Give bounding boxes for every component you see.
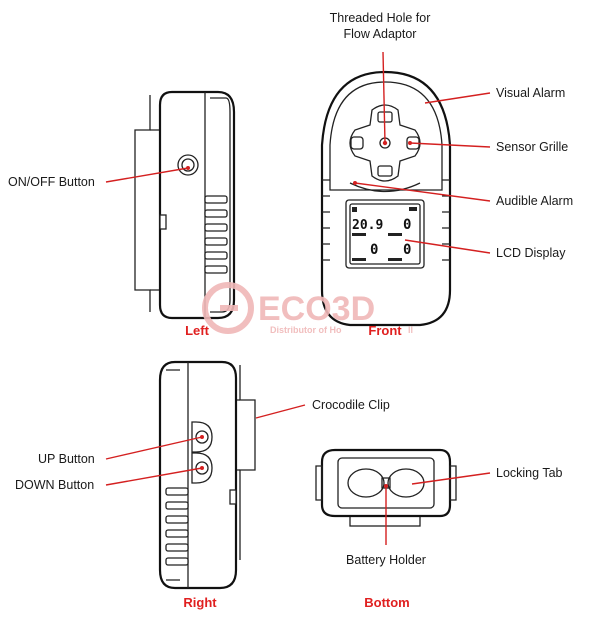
watermark: ECO3D Distributor of Ho ll [202, 282, 413, 335]
label-sensor-grille: Sensor Grille [496, 140, 568, 154]
on-off-button-shape [177, 154, 199, 176]
lcd-reading-2: 0 [403, 217, 411, 233]
lcd-reading-4: 0 [403, 242, 411, 258]
front-side-ribs [322, 179, 450, 261]
label-threaded-hole-1: Threaded Hole for [330, 11, 431, 25]
leader-lines [105, 51, 491, 545]
label-threaded-hole-2: Flow Adaptor [344, 27, 417, 41]
lcd-reading-1: 20.9 [352, 218, 383, 233]
label-up-button: UP Button [38, 452, 95, 466]
left-side-view [134, 90, 236, 320]
view-labels: Left Front Right Bottom [183, 323, 409, 610]
battery-holder [347, 468, 425, 498]
label-battery-holder: Battery Holder [346, 553, 426, 567]
bottom-view [315, 448, 457, 527]
label-lcd-display: LCD Display [496, 246, 566, 260]
left-grip-ribs [204, 195, 228, 274]
label-locking-tab: Locking Tab [496, 466, 563, 480]
watermark-brand: ECO3D [258, 290, 375, 328]
label-on-off-button: ON/OFF Button [8, 175, 95, 189]
view-label-left: Left [185, 323, 210, 338]
callout-labels: Threaded Hole for Flow Adaptor Visual Al… [8, 11, 573, 567]
lcd-reading-3: 0 [370, 242, 378, 258]
label-visual-alarm: Visual Alarm [496, 86, 565, 100]
watermark-tagline-tail: ll [408, 325, 413, 335]
right-side-view [158, 360, 256, 590]
front-view: 20.9 0 0 0 [320, 70, 452, 327]
view-label-bottom: Bottom [364, 595, 410, 610]
label-down-button: DOWN Button [15, 478, 94, 492]
right-grip-ribs [165, 487, 189, 566]
lcd-display: 20.9 0 0 0 [345, 199, 425, 269]
view-label-front: Front [368, 323, 402, 338]
watermark-tagline: Distributor of Ho [270, 325, 342, 335]
view-label-right: Right [183, 595, 217, 610]
label-crocodile-clip: Crocodile Clip [312, 398, 390, 412]
label-audible-alarm: Audible Alarm [496, 194, 573, 208]
